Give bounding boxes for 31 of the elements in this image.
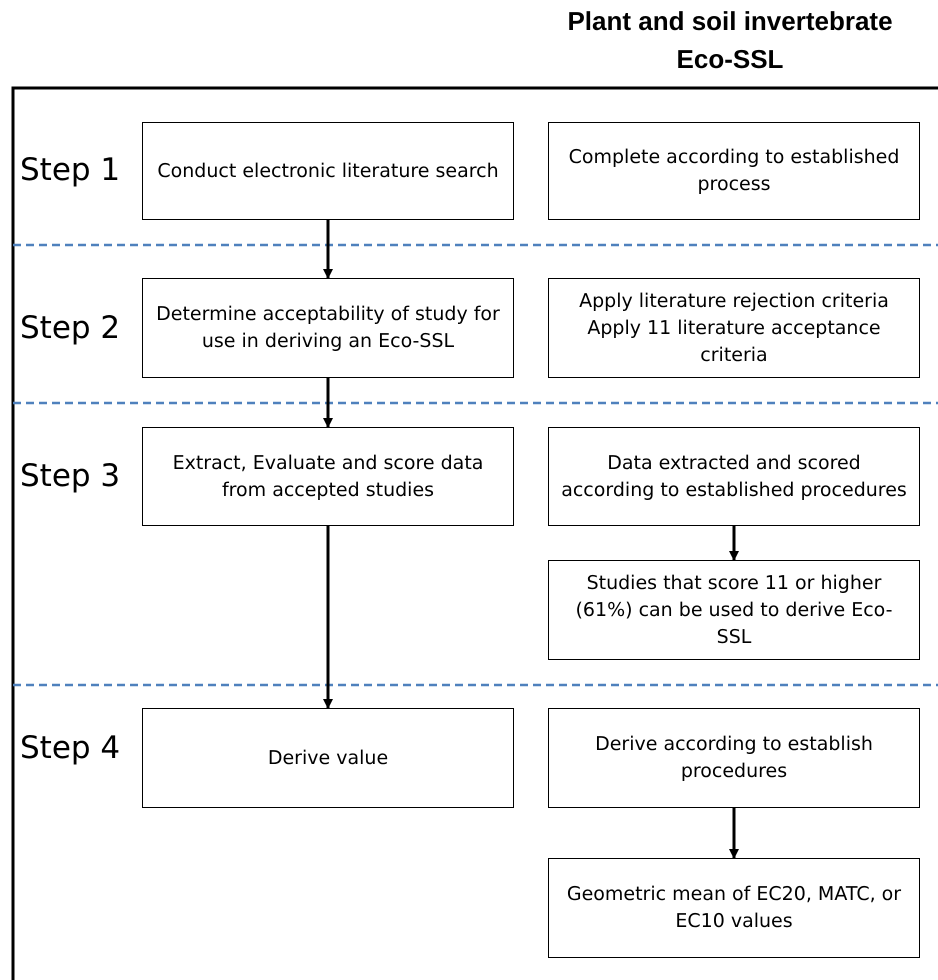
box-text: Geometric mean of EC20, MATC, or EC10 values	[566, 882, 902, 934]
process-box	[142, 278, 514, 378]
arrow	[729, 808, 739, 859]
arrow	[323, 220, 333, 279]
process-box	[548, 858, 920, 958]
box-text: Studies that score 11 or higher (61%) can be used to derive Eco-SSL	[574, 570, 894, 650]
process-box	[142, 122, 514, 220]
step-label: Step 1	[20, 152, 120, 188]
process-box	[142, 427, 514, 526]
arrow	[323, 378, 333, 428]
process-box	[548, 427, 920, 526]
step-label: Step 2	[20, 310, 120, 346]
arrow	[323, 526, 333, 709]
box-text: Conduct electronic literature search	[157, 158, 499, 184]
process-box	[142, 708, 514, 808]
box-text: Determine acceptability of study for use in deriving an Eco-SSL	[155, 302, 501, 354]
process-box	[548, 278, 920, 378]
step-label: Step 3	[20, 458, 120, 494]
process-box	[548, 560, 920, 660]
box-text: Derive value	[268, 746, 388, 770]
step-label: Step 4	[20, 730, 120, 766]
box-text: Apply 11 literature acceptance criteria	[586, 316, 882, 368]
box-text: Data extracted and scored according to established procedures	[560, 450, 908, 502]
arrow	[729, 526, 739, 561]
process-box	[548, 708, 920, 808]
box-text: Complete according to established process	[568, 145, 900, 197]
column-heading: Plant and soil invertebrate Eco-SSL	[566, 5, 894, 76]
process-box	[548, 122, 920, 220]
box-text: Extract, Evaluate and score data from accepted studies	[172, 450, 484, 502]
box-text: Apply literature rejection criteria	[579, 288, 889, 314]
box-text: Derive according to establish procedures	[594, 732, 874, 784]
